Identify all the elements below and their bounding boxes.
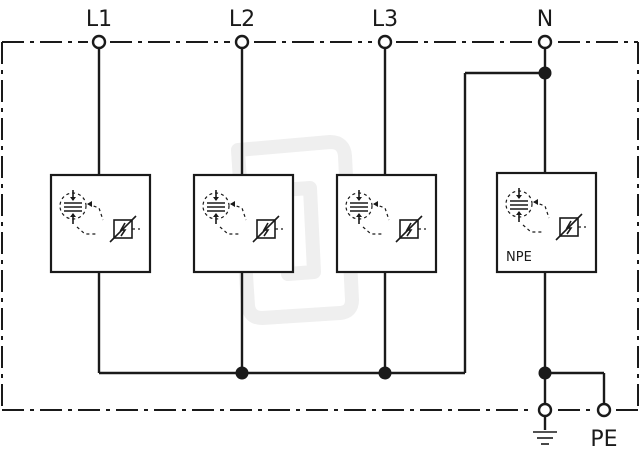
enclosure-frame — [1, 41, 639, 411]
surge-protector-symbol-icon — [59, 190, 140, 243]
junction-nodes — [235, 66, 552, 380]
surge-protector-symbol-icon — [345, 190, 426, 243]
module-label: NPE — [506, 250, 532, 265]
terminal-l2 — [234, 34, 250, 50]
terminal-l3 — [377, 34, 393, 50]
terminal-label-pe: PE — [590, 427, 617, 452]
bottom-terminals: PE — [533, 402, 618, 452]
module-box — [192, 173, 295, 274]
terminal-label-l2: L2 — [229, 7, 255, 32]
module-l3 — [335, 173, 438, 274]
module-box — [495, 171, 598, 274]
surge-protector-symbol-icon — [202, 190, 283, 243]
terminal-pe — [596, 402, 612, 418]
terminal-label-l3: L3 — [372, 7, 398, 32]
ground-icon — [533, 431, 557, 445]
module-box — [49, 173, 152, 274]
junction-node — [235, 366, 249, 380]
junction-node — [538, 66, 552, 80]
module-l2 — [192, 173, 295, 274]
junction-node — [538, 366, 552, 380]
terminal-n — [537, 34, 553, 50]
module-l1 — [49, 173, 152, 274]
modules: NPE — [49, 171, 598, 274]
junction-node — [378, 366, 392, 380]
module-n: NPE — [495, 171, 598, 274]
terminal-ground — [537, 402, 553, 418]
surge-protector-symbol-icon — [505, 188, 586, 241]
terminal-l1 — [91, 34, 107, 50]
module-box — [335, 173, 438, 274]
terminal-label-n: N — [537, 7, 553, 32]
terminal-label-l1: L1 — [86, 7, 112, 32]
top-terminals: L1 L2 L3 N — [86, 7, 553, 50]
